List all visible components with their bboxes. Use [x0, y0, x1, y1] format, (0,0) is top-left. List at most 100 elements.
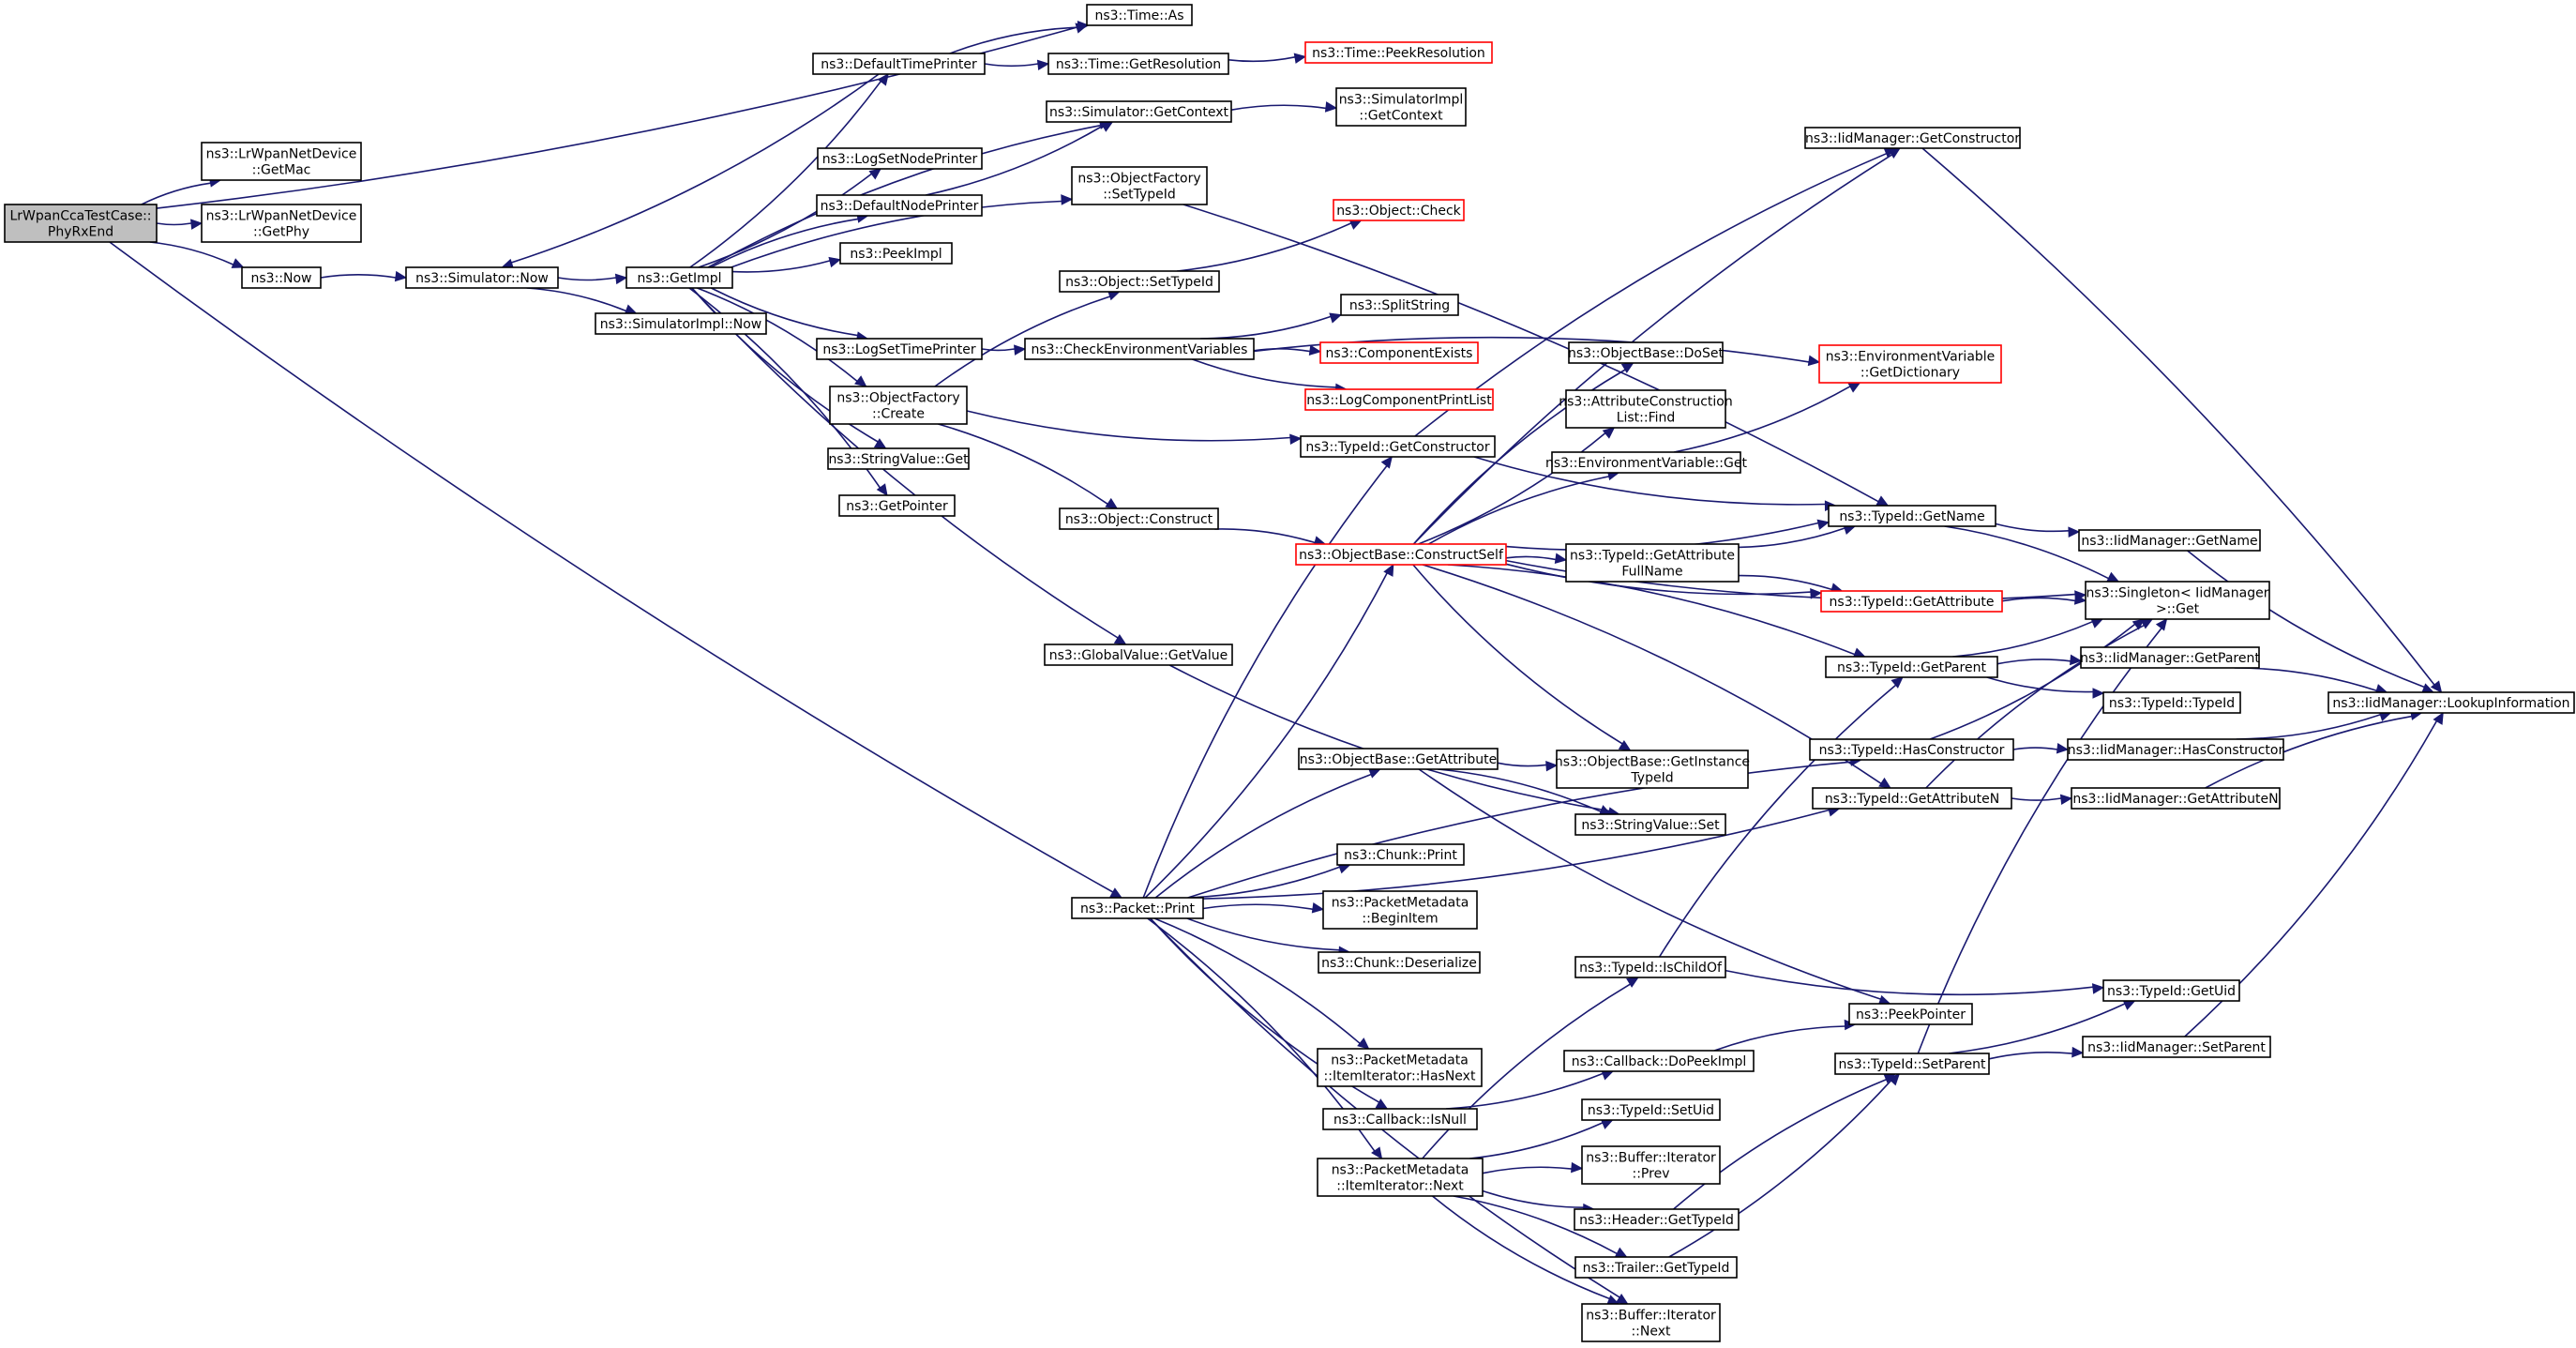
node-objbasegetattr[interactable]: ns3::ObjectBase::GetAttribute	[1298, 748, 1499, 770]
node-splitstring[interactable]: ns3::SplitString	[1340, 294, 1459, 316]
node-simimplgetctx[interactable]: ns3::SimulatorImpl::GetContext	[1335, 87, 1467, 127]
node-envvargetdict[interactable]: ns3::EnvironmentVariable::GetDictionary	[1818, 344, 2002, 384]
node-box[interactable]	[816, 338, 983, 360]
node-box[interactable]	[1322, 890, 1478, 930]
node-box[interactable]	[1820, 590, 2003, 613]
node-box[interactable]	[827, 447, 970, 470]
node-typeidtypeid[interactable]: ns3::TypeId::TypeId	[2102, 691, 2241, 714]
node-box[interactable]	[812, 53, 986, 75]
node-box[interactable]	[1304, 41, 1493, 64]
node-box[interactable]	[1574, 956, 1726, 978]
node-compexists[interactable]: ns3::ComponentExists	[1319, 341, 1479, 364]
node-box[interactable]	[1059, 270, 1220, 293]
node-iidgetctor[interactable]: ns3::IidManager::GetConstructor	[1804, 127, 2021, 149]
node-typeidgetattr[interactable]: ns3::TypeId::GetAttribute	[1820, 590, 2003, 613]
node-logsettimeprinter[interactable]: ns3::LogSetTimePrinter	[816, 338, 983, 360]
node-box[interactable]	[1565, 389, 1726, 429]
node-singletonget[interactable]: ns3::Singleton< IidManager>::Get	[2085, 581, 2270, 620]
node-root[interactable]: LrWpanCcaTestCase::PhyRxEnd	[4, 204, 158, 243]
node-box[interactable]	[1804, 127, 2021, 149]
node-box[interactable]	[2078, 529, 2261, 552]
node-getmac[interactable]: ns3::LrWpanNetDevice::GetMac	[201, 142, 362, 181]
node-simnow[interactable]: ns3::Simulator::Now	[405, 266, 559, 289]
node-box[interactable]	[1059, 507, 1219, 530]
node-box[interactable]	[1295, 543, 1507, 566]
node-defnodeprinter[interactable]: ns3::DefaultNodePrinter	[816, 194, 983, 217]
node-box[interactable]	[241, 266, 322, 289]
node-cbdopeekimpl[interactable]: ns3::Callback::DoPeekImpl	[1563, 1050, 1755, 1072]
node-iidlookup[interactable]: ns3::IidManager::LookupInformation	[2327, 691, 2575, 714]
node-headergettypeid[interactable]: ns3::Header::GetTypeId	[1574, 1208, 1740, 1231]
node-typeidischildof[interactable]: ns3::TypeId::IsChildOf	[1574, 956, 1726, 978]
node-box[interactable]	[1574, 1208, 1740, 1231]
node-getphy[interactable]: ns3::LrWpanNetDevice::GetPhy	[201, 204, 362, 243]
node-typeidsetparent[interactable]: ns3::TypeId::SetParent	[1834, 1053, 1990, 1075]
node-box[interactable]	[1317, 1158, 1484, 1197]
node-typeidgetname[interactable]: ns3::TypeId::GetName	[1828, 505, 1996, 527]
node-box[interactable]	[1581, 1098, 1721, 1121]
node-box[interactable]	[839, 242, 953, 265]
node-box[interactable]	[1322, 1108, 1478, 1130]
node-deftimeprinter[interactable]: ns3::DefaultTimePrinter	[812, 53, 986, 75]
node-checkenv[interactable]: ns3::CheckEnvironmentVariables	[1024, 338, 1255, 360]
node-objfactsettypeid[interactable]: ns3::ObjectFactory::SetTypeId	[1071, 166, 1208, 205]
node-box[interactable]	[405, 266, 559, 289]
node-iidgetattrn[interactable]: ns3::IidManager::GetAttributeN	[2071, 787, 2281, 810]
node-box[interactable]	[1044, 644, 1233, 666]
node-objfactcreate[interactable]: ns3::ObjectFactory::Create	[829, 386, 968, 425]
node-box[interactable]	[2080, 646, 2260, 669]
node-pmbeginitem[interactable]: ns3::PacketMetadata::BeginItem	[1322, 890, 1478, 930]
node-box[interactable]	[1317, 1048, 1483, 1087]
node-iidgetname[interactable]: ns3::IidManager::GetName	[2078, 529, 2261, 552]
node-box[interactable]	[1563, 1050, 1755, 1072]
node-iidgetparent[interactable]: ns3::IidManager::GetParent	[2080, 646, 2260, 669]
node-stringvalueset[interactable]: ns3::StringValue::Set	[1574, 813, 1726, 836]
node-box[interactable]	[829, 386, 968, 425]
node-envvarget[interactable]: ns3::EnvironmentVariable::Get	[1545, 451, 1747, 474]
node-box[interactable]	[1336, 843, 1465, 866]
node-typeidgetattrn[interactable]: ns3::TypeId::GetAttributeN	[1812, 787, 2012, 810]
node-box[interactable]	[201, 142, 362, 181]
node-box[interactable]	[1298, 748, 1499, 770]
node-box[interactable]	[1046, 100, 1232, 123]
node-box[interactable]	[1834, 1053, 1990, 1075]
node-box[interactable]	[4, 204, 158, 243]
node-box[interactable]	[201, 204, 362, 243]
node-logcompprintlist[interactable]: ns3::LogComponentPrintList	[1304, 388, 1494, 411]
node-box[interactable]	[1574, 1256, 1738, 1279]
node-getimpl[interactable]: ns3::GetImpl	[625, 266, 733, 289]
node-box[interactable]	[1574, 813, 1726, 836]
node-box[interactable]	[1071, 897, 1204, 919]
node-bufiternext[interactable]: ns3::Buffer::Iterator::Next	[1581, 1303, 1721, 1342]
node-box[interactable]	[1568, 341, 1724, 364]
node-box[interactable]	[1024, 338, 1255, 360]
node-box[interactable]	[625, 266, 733, 289]
node-pmnext[interactable]: ns3::PacketMetadata::ItemIterator::Next	[1317, 1158, 1484, 1197]
node-box[interactable]	[1304, 388, 1494, 411]
node-simimplnow[interactable]: ns3::SimulatorImpl::Now	[595, 312, 767, 335]
node-box[interactable]	[1551, 451, 1741, 474]
node-objbasedoset[interactable]: ns3::ObjectBase::DoSet	[1568, 341, 1724, 364]
node-timepeekres[interactable]: ns3::Time::PeekResolution	[1304, 41, 1493, 64]
node-peekimpl[interactable]: ns3::PeekImpl	[839, 242, 953, 265]
node-box[interactable]	[1071, 166, 1208, 205]
node-box[interactable]	[2102, 691, 2241, 714]
node-box[interactable]	[838, 494, 956, 517]
node-box[interactable]	[1086, 4, 1193, 26]
node-stringvalueget[interactable]: ns3::StringValue::Get	[827, 447, 970, 470]
node-box[interactable]	[1318, 951, 1481, 974]
node-bufiterprev[interactable]: ns3::Buffer::Iterator::Prev	[1581, 1145, 1721, 1185]
node-box[interactable]	[1825, 656, 1998, 678]
node-now[interactable]: ns3::Now	[241, 266, 322, 289]
node-box[interactable]	[1335, 87, 1467, 127]
node-box[interactable]	[1812, 787, 2012, 810]
node-box[interactable]	[816, 194, 983, 217]
node-trailergettypeid[interactable]: ns3::Trailer::GetTypeId	[1574, 1256, 1738, 1279]
node-simgetctx[interactable]: ns3::Simulator::GetContext	[1046, 100, 1232, 123]
node-box[interactable]	[1581, 1145, 1721, 1185]
node-typeidsetuid[interactable]: ns3::TypeId::SetUid	[1581, 1098, 1721, 1121]
node-box[interactable]	[817, 147, 983, 170]
node-box[interactable]	[2327, 691, 2575, 714]
node-box[interactable]	[1565, 543, 1740, 583]
